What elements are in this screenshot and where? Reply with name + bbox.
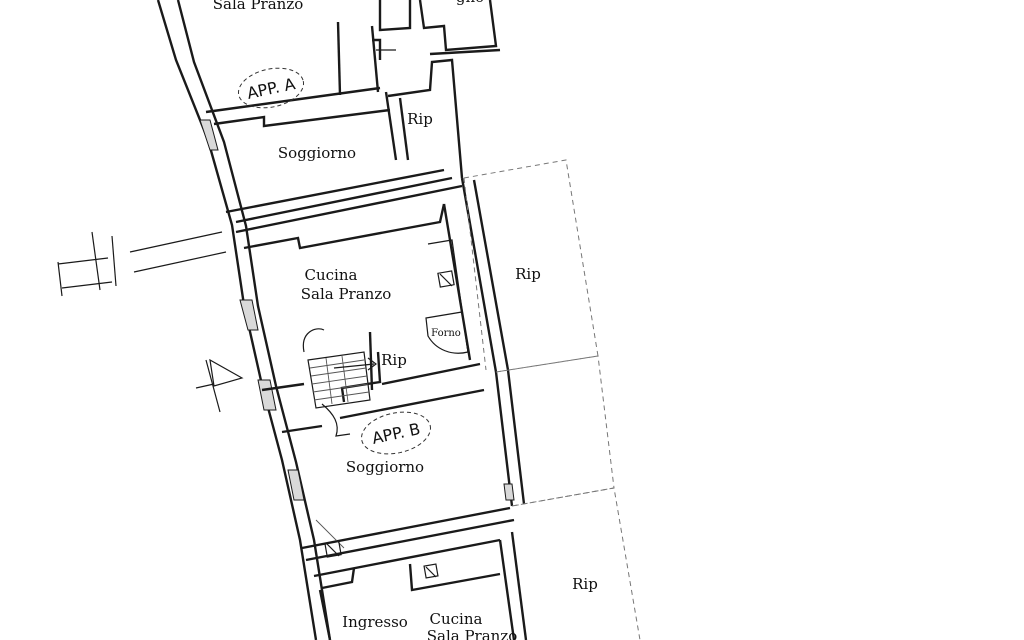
- staircase: [307, 351, 377, 409]
- room-label-ingresso: Ingresso: [342, 613, 408, 631]
- room-label-forno: Forno: [431, 328, 461, 339]
- room-label-soggiorno-b: Soggiorno: [346, 458, 424, 476]
- apartment-b-label: APP. B: [370, 419, 422, 448]
- chimney-icon: [324, 540, 342, 558]
- apartment-a-label: APP. A: [245, 74, 297, 103]
- oven-niche: [425, 311, 469, 354]
- room-labels: Sala Pranzo gno APP. A Rip Soggiorno Rip…: [213, 0, 598, 640]
- chimney-boxes: [324, 270, 455, 579]
- entrance-arrow-icon: [195, 358, 244, 413]
- outer-left-wall: [156, 0, 332, 640]
- room-label-sala-pranzo-c: Sala Pranzo: [427, 627, 518, 640]
- chimney-icon: [437, 270, 455, 288]
- apartment-b-walls: [235, 177, 526, 562]
- room-label-rip-right-1: Rip: [515, 265, 541, 283]
- room-label-sala-pranzo-top: Sala Pranzo: [213, 0, 304, 13]
- room-label-top-right: gno: [456, 0, 484, 6]
- dashed-outlines: [463, 159, 641, 640]
- app-a-ellipse: [237, 67, 305, 109]
- room-label-rip-top: Rip: [407, 110, 433, 128]
- apartment-c-walls: [313, 531, 528, 640]
- apartment-a-walls: [205, 0, 501, 224]
- corridor-left: [57, 231, 227, 297]
- room-label-rip-stairs: Rip: [381, 351, 407, 369]
- room-label-cucina-b: Cucina: [305, 266, 358, 284]
- room-label-sala-pranzo-b: Sala Pranzo: [301, 285, 392, 303]
- room-label-rip-right-2: Rip: [572, 575, 598, 593]
- room-label-cucina-c: Cucina: [430, 610, 483, 628]
- chimney-icon: [423, 563, 439, 579]
- app-b-ellipse: [361, 411, 431, 455]
- room-label-soggiorno-a: Soggiorno: [278, 144, 356, 162]
